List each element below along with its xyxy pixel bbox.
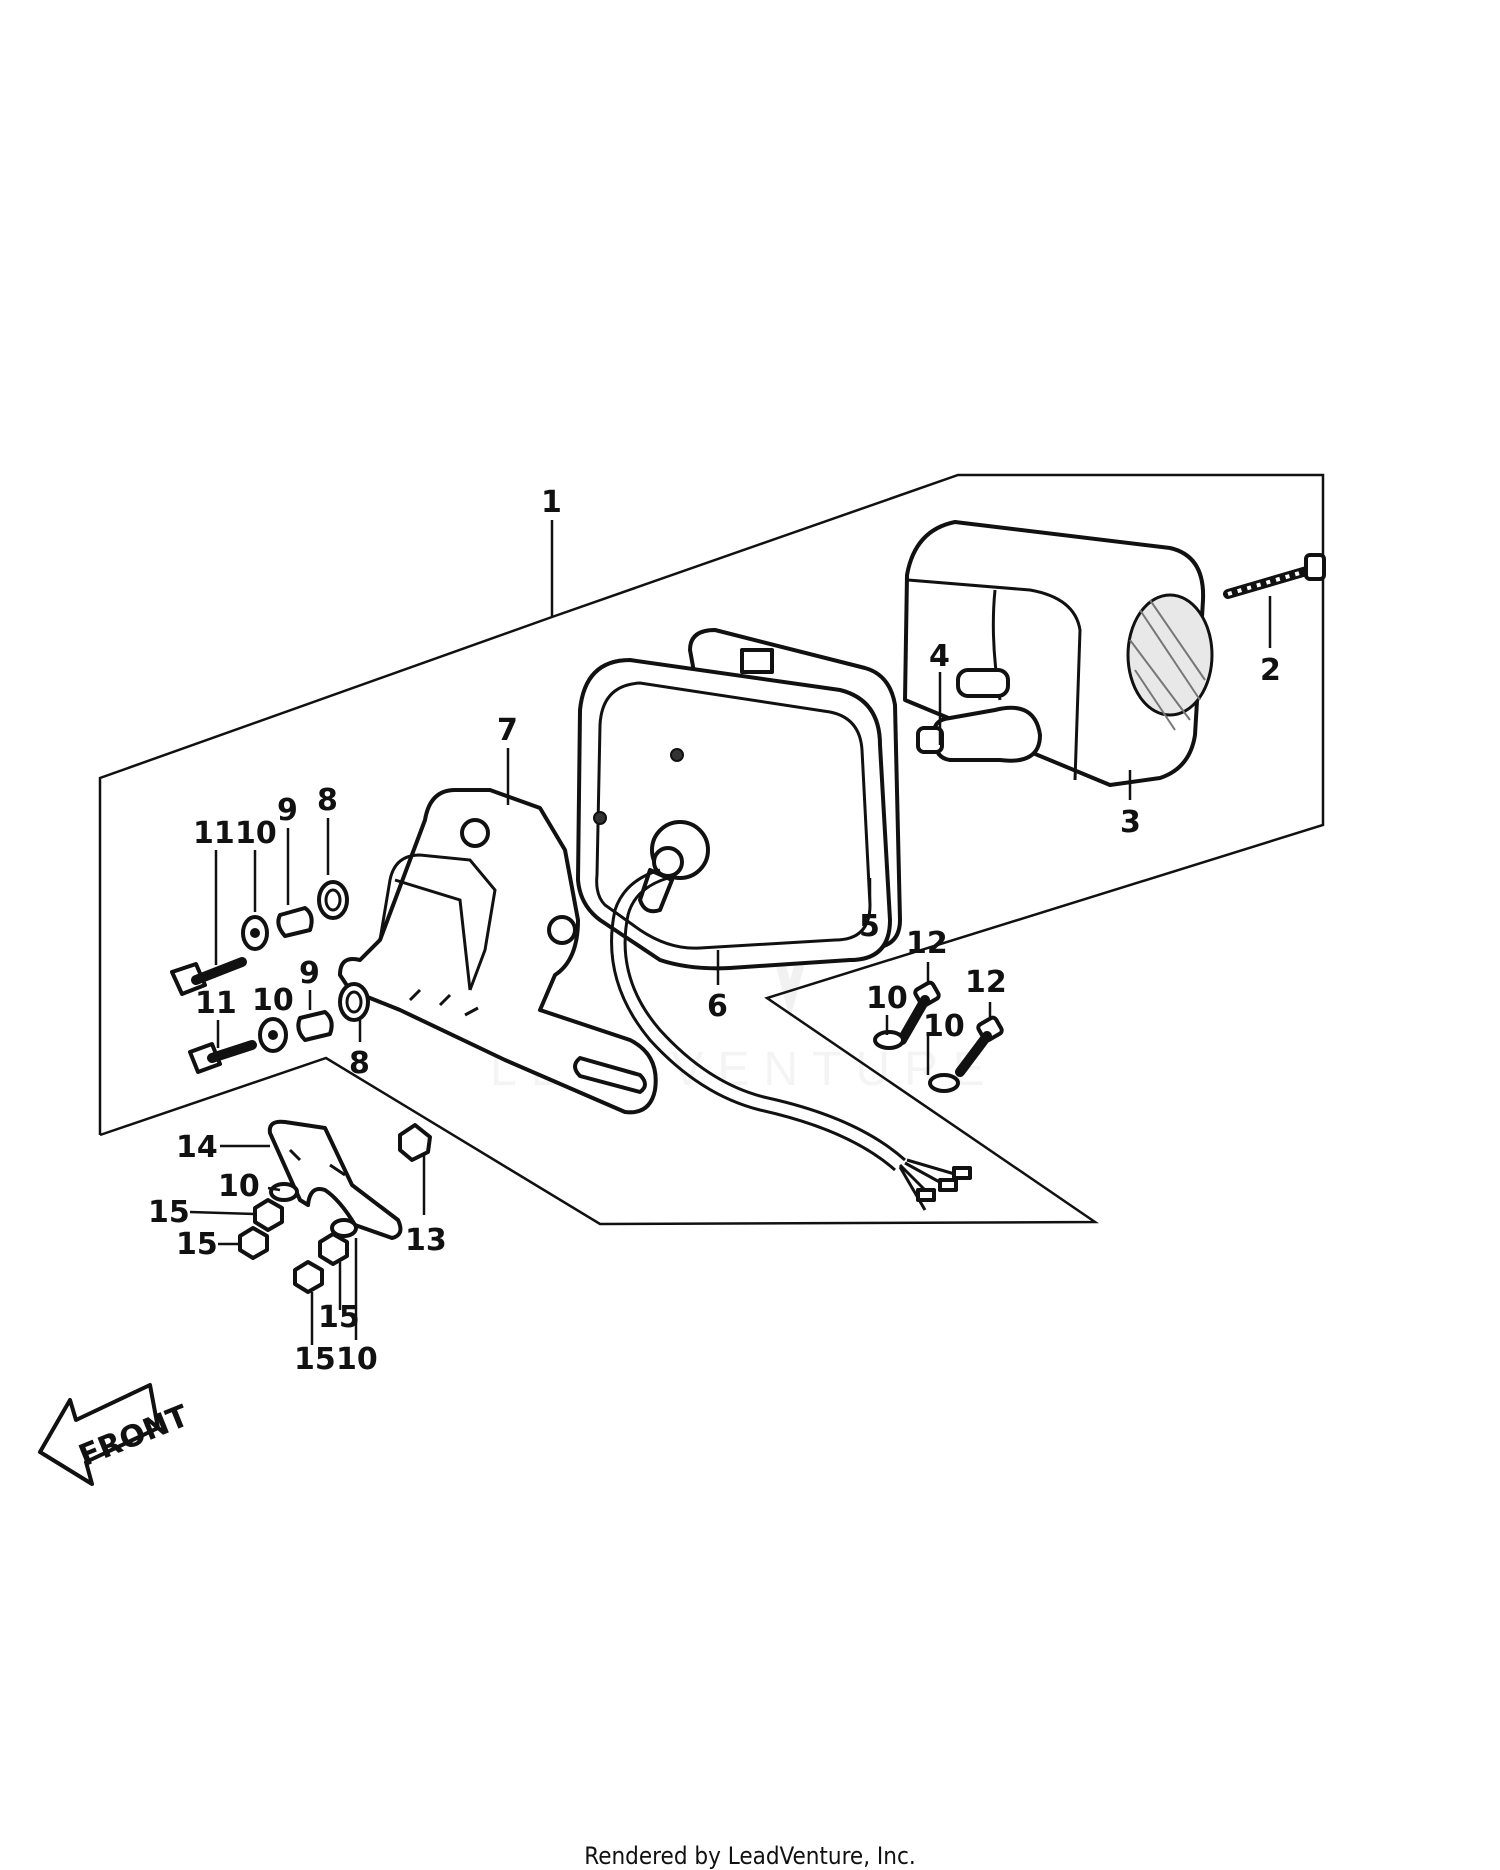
callout-8-upper: 8 <box>317 783 338 818</box>
hardware-bottom <box>238 1119 432 1294</box>
callout-15-c: 15 <box>318 1300 360 1335</box>
callout-15-d: 15 <box>294 1342 336 1377</box>
callout-9-lower: 9 <box>299 956 320 991</box>
part-4-bulb <box>916 705 1042 763</box>
callouts: 1 2 3 4 5 6 7 8 8 9 9 10 10 10 10 10 10 … <box>148 485 1281 1377</box>
hardware-row-upper <box>170 880 349 996</box>
part-7-bracket <box>338 788 658 1115</box>
callout-1: 1 <box>541 485 562 520</box>
callout-4: 4 <box>929 639 950 674</box>
callout-6: 6 <box>707 989 728 1024</box>
render-credit: Rendered by LeadVenture, Inc. <box>584 1842 916 1870</box>
hardware-row-lower <box>188 982 370 1074</box>
callout-9-upper: 9 <box>277 793 298 828</box>
callout-10-right-b: 10 <box>923 1009 965 1044</box>
callout-13: 13 <box>405 1223 447 1258</box>
assembly-frame <box>98 473 1325 1226</box>
callout-12-b: 12 <box>965 965 1007 1000</box>
callout-14: 14 <box>176 1130 218 1165</box>
callout-10-bottom-a: 10 <box>218 1169 260 1204</box>
callout-15-b: 15 <box>176 1227 218 1262</box>
callout-15-a: 15 <box>148 1195 190 1230</box>
leader-lines <box>189 520 1272 1345</box>
part-6-lens-base <box>576 658 892 971</box>
callout-5: 5 <box>859 909 880 944</box>
callout-3: 3 <box>1120 805 1141 840</box>
callout-10-bottom-b: 10 <box>336 1342 378 1377</box>
callout-10-right-a: 10 <box>866 981 908 1016</box>
callout-11-lower: 11 <box>195 986 237 1021</box>
callout-10-upper: 10 <box>235 816 277 851</box>
callout-12-a: 12 <box>906 926 948 961</box>
callout-11-upper: 11 <box>193 816 235 851</box>
hardware-right <box>873 980 1004 1093</box>
callout-8-lower: 8 <box>349 1046 370 1081</box>
front-arrow: FRONT <box>38 1383 194 1486</box>
wire-harness <box>610 868 972 1211</box>
callout-10-lower: 10 <box>252 983 294 1018</box>
part-2-screw <box>1223 553 1326 599</box>
callout-2: 2 <box>1260 653 1281 688</box>
callout-7: 7 <box>497 713 518 748</box>
